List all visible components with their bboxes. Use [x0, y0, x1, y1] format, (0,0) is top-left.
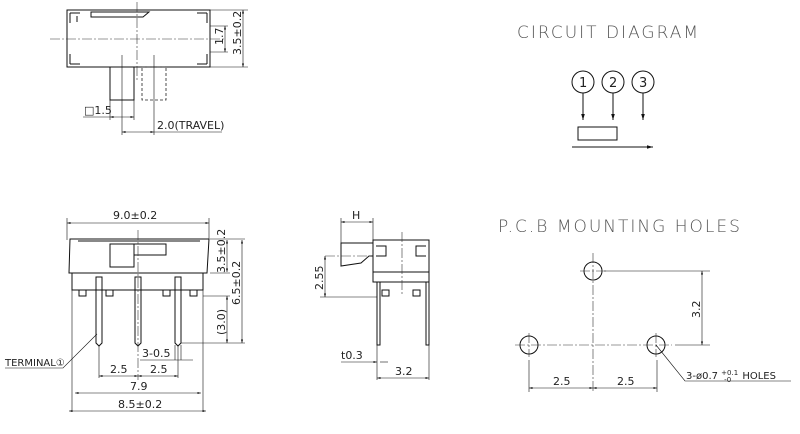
terminal-2: 2: [609, 76, 617, 91]
dim-pcb-pitch-1: 2.5: [553, 375, 571, 388]
dim-t0-3: t0.3: [341, 349, 363, 362]
holes-label: 3-ø0.7 +0.1-0 HOLES: [686, 369, 776, 384]
dim-7-9: 7.9: [130, 380, 148, 393]
dim-1-5: □1.5: [84, 104, 112, 117]
terminal-1: 1: [579, 76, 587, 91]
dim-3-0: (3.0): [215, 309, 228, 335]
dim-9-0: 9.0±0.2: [113, 209, 157, 222]
terminal-label: TERMINAL①: [4, 358, 65, 369]
dim-8-5: 8.5±0.2: [118, 398, 162, 411]
circuit-title: CIRCUIT DIAGRAM: [517, 23, 700, 43]
front-view: 9.0±0.2 3.5±0.2 6.5±0.2 (3.0) 3-0.5 2.5 …: [4, 209, 245, 413]
dim-pitch-2: 2.5: [150, 363, 168, 376]
side-view: H 2.55 t0.3 3.2: [313, 209, 430, 380]
dim-3-2-side: 3.2: [395, 365, 413, 378]
dim-6-5: 6.5±0.2: [230, 261, 243, 305]
dim-travel: 2.0(TRAVEL): [157, 119, 224, 132]
dim-1-7: 1.7: [213, 28, 226, 46]
dim-3-5: 3.5±0.2: [231, 11, 244, 55]
dim-3-2-pcb: 3.2: [690, 301, 703, 319]
pcb-title: P.C.B MOUNTING HOLES: [498, 217, 742, 237]
circuit-diagram: CIRCUIT DIAGRAM 1 2 3: [517, 23, 700, 149]
dim-h: H: [352, 209, 360, 222]
terminal-3: 3: [639, 76, 647, 91]
dim-2-55: 2.55: [313, 266, 326, 291]
dim-pitch-1: 2.5: [110, 363, 128, 376]
top-view: 1.7 3.5±0.2 □1.5 2.0(TRAVEL): [50, 2, 248, 135]
dim-3-0-5: 3-0.5: [142, 347, 170, 360]
pcb-mounting-holes: P.C.B MOUNTING HOLES 3.2 2.5 2.5 3-ø0.7 …: [498, 217, 791, 392]
dim-3-5-front: 3.5±0.2: [215, 229, 228, 273]
dim-pcb-pitch-2: 2.5: [617, 375, 635, 388]
